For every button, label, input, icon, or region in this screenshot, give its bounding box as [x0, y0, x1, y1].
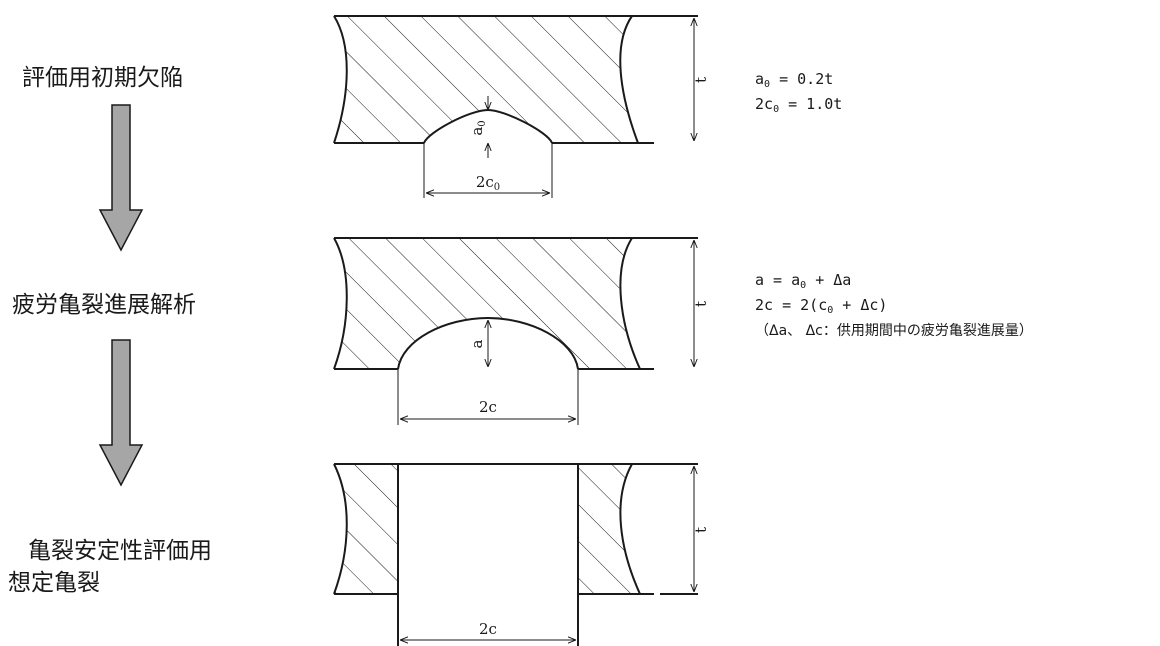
thickness-label-1: t — [692, 77, 710, 83]
flow-arrow-down-1 — [98, 104, 144, 252]
initial-flaw-section: t a0 2c0 — [333, 15, 710, 198]
growth-amount-note: （Δa、 Δc：供用期間中の疲労亀裂進展量） — [755, 322, 1033, 339]
step-assumed-crack-label-line1: 亀裂安定性評価用 — [28, 538, 212, 564]
length-2c0-label: 2c0 — [476, 173, 500, 193]
equation-2c0: 2c0 = 1.0t — [755, 95, 842, 115]
assumed-crack-section: t 2c — [333, 463, 710, 646]
thickness-label-3: t — [692, 527, 710, 533]
length-2c-label-1: 2c — [479, 398, 497, 416]
equation-2c: 2c = 2(c0 + Δc) — [755, 296, 887, 316]
step-assumed-crack-label-line2: 想定亀裂 — [8, 570, 100, 596]
fatigue-growth-section: t a 2c — [333, 237, 710, 425]
equation-a0: a0 = 0.2t — [755, 70, 833, 90]
step-initial-flaw-label: 評価用初期欠陥 — [22, 65, 183, 91]
flow-arrow-down-2 — [98, 339, 144, 487]
equation-a: a = a0 + Δa — [755, 271, 851, 291]
thickness-label-2: t — [692, 301, 710, 307]
depth-a0-label: a0 — [468, 120, 488, 135]
step-fatigue-analysis-label: 疲労亀裂進展解析 — [12, 292, 196, 318]
length-2c-label-2: 2c — [479, 620, 497, 638]
depth-a-label: a — [468, 339, 486, 348]
